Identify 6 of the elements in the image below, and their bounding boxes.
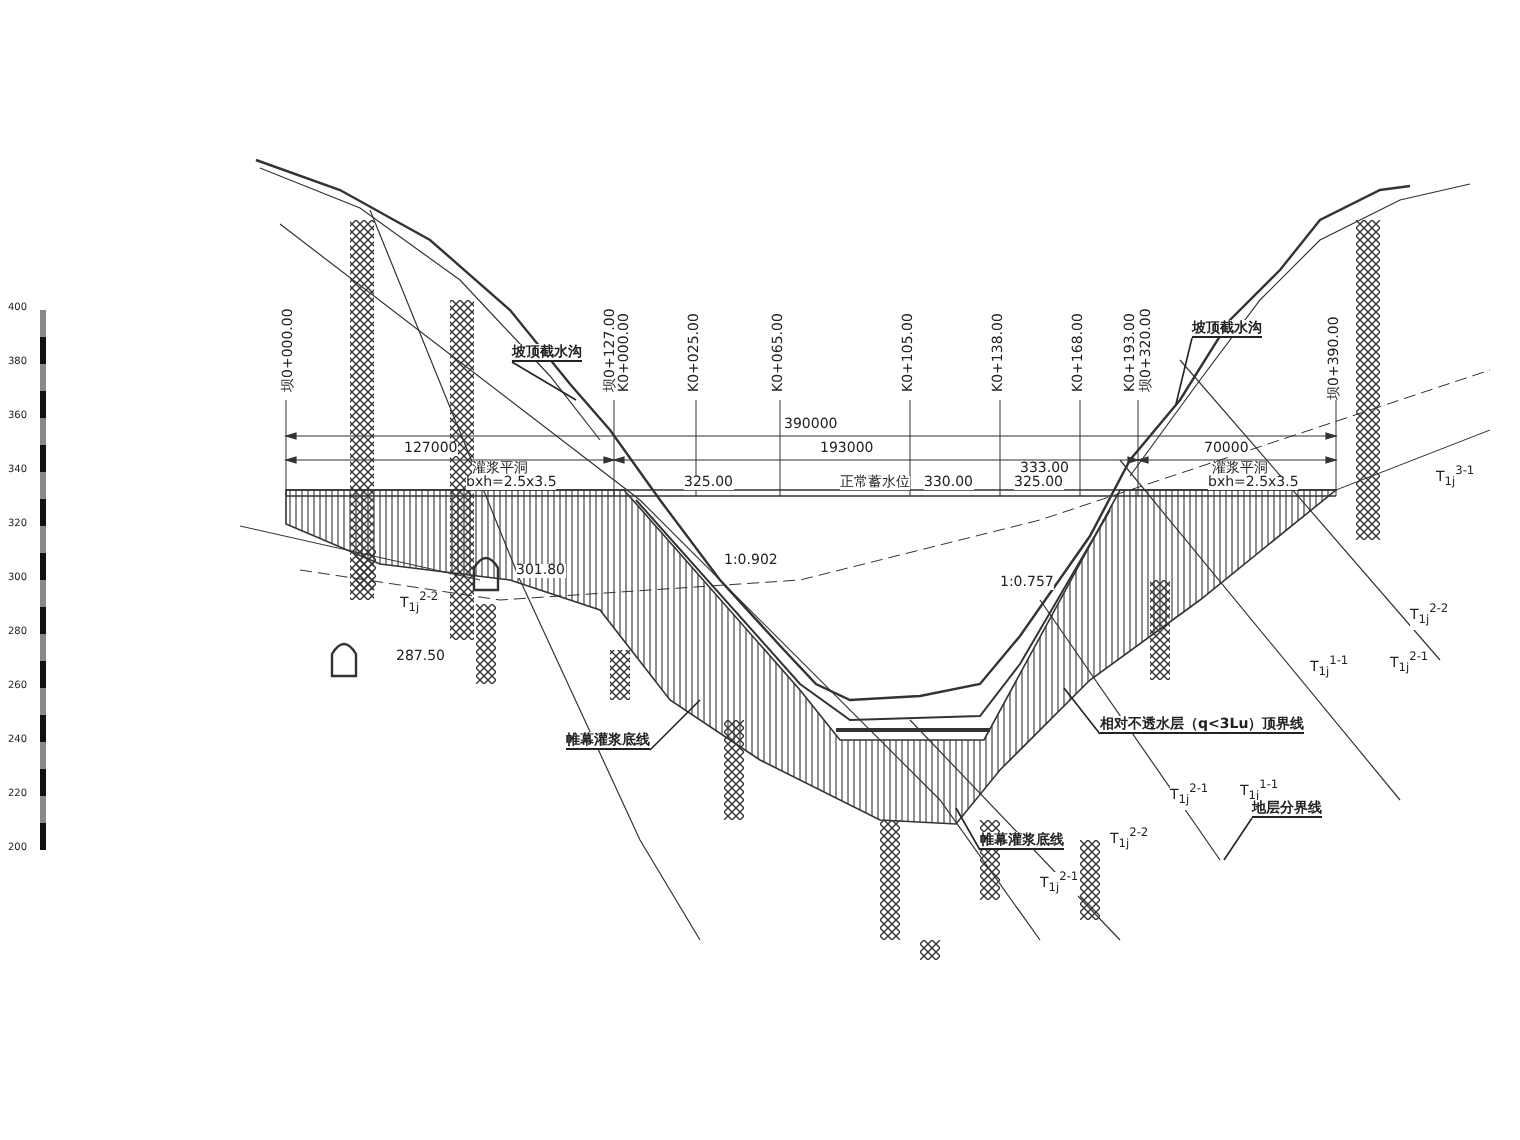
- leader-line: [955, 807, 981, 851]
- leader-line: [511, 361, 577, 401]
- leader-line: [1223, 817, 1253, 861]
- leader-line: [649, 699, 701, 751]
- leader-line: [1175, 337, 1193, 405]
- leader-line: [1063, 687, 1101, 735]
